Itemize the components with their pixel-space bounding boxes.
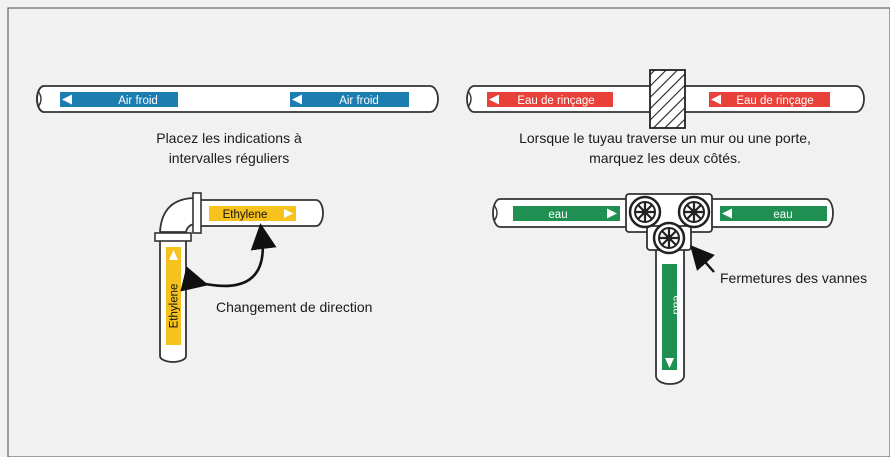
pipe-elbow-icon bbox=[159, 197, 197, 233]
regular-intervals-caption: Placez les indications à intervalles rég… bbox=[134, 128, 324, 168]
arrow-right-icon bbox=[284, 209, 293, 218]
ethylene-marker-vertical: Ethylene bbox=[166, 247, 181, 345]
rinse-marker-1: Eau de rinçage bbox=[487, 92, 613, 107]
hatched-wall-icon bbox=[649, 69, 686, 129]
rinse-marker-2: Eau de rinçage bbox=[709, 92, 830, 107]
regular-intervals-caption-line2: intervalles réguliers bbox=[168, 150, 290, 166]
water-tee-pipe: eau eau eau bbox=[492, 193, 834, 385]
rinse-pipe: Eau de rinçage Eau de rinçage bbox=[466, 69, 865, 129]
wall-crossing-caption: Lorsque le tuyau traverse un mur ou une … bbox=[500, 128, 830, 168]
ethylene-marker-vertical-label: Ethylene bbox=[169, 284, 181, 329]
direction-change-arrow-icon bbox=[180, 223, 277, 292]
air-marker-2-label: Air froid bbox=[339, 95, 379, 107]
ethylene-marker-horizontal: Ethylene bbox=[209, 206, 296, 221]
arrow-left-icon bbox=[489, 94, 499, 105]
valves-label: Fermetures des vannes bbox=[720, 270, 868, 286]
arrow-left-icon bbox=[62, 94, 72, 105]
air-marker-1: Air froid bbox=[60, 92, 178, 107]
wall-crossing-caption-line1: Lorsque le tuyau traverse un mur ou une … bbox=[519, 130, 811, 146]
direction-change-label: Changement de direction bbox=[216, 299, 373, 315]
water-marker-left: eau bbox=[513, 206, 620, 221]
rinse-marker-2-label: Eau de rinçage bbox=[736, 95, 813, 107]
regular-intervals-caption-line1: Placez les indications à bbox=[156, 130, 302, 146]
valves-callout-arrow-icon bbox=[690, 245, 715, 273]
wall-crossing-caption-line2: marquez les deux côtés. bbox=[589, 150, 741, 166]
water-marker-right: eau bbox=[720, 206, 827, 221]
water-marker-left-label: eau bbox=[548, 209, 567, 221]
air-marker-2: Air froid bbox=[290, 92, 409, 107]
air-pipe: Air froid Air froid bbox=[36, 85, 439, 113]
water-marker-down: eau bbox=[662, 264, 683, 370]
ethylene-marker-horizontal-label: Ethylene bbox=[223, 209, 268, 221]
frame-border bbox=[7, 7, 890, 457]
arrow-up-icon bbox=[169, 250, 178, 260]
water-marker-down-label: eau bbox=[671, 295, 683, 314]
arrow-left-icon bbox=[722, 208, 732, 219]
air-marker-1-label: Air froid bbox=[118, 95, 158, 107]
arrow-right-icon bbox=[607, 208, 617, 219]
rinse-marker-1-label: Eau de rinçage bbox=[517, 95, 594, 107]
water-marker-right-label: eau bbox=[773, 209, 792, 221]
ethylene-elbow-pipe: Ethylene Ethylene bbox=[154, 192, 324, 363]
arrow-left-icon bbox=[292, 94, 302, 105]
arrow-down-icon bbox=[665, 358, 674, 368]
arrow-left-icon bbox=[711, 94, 721, 105]
